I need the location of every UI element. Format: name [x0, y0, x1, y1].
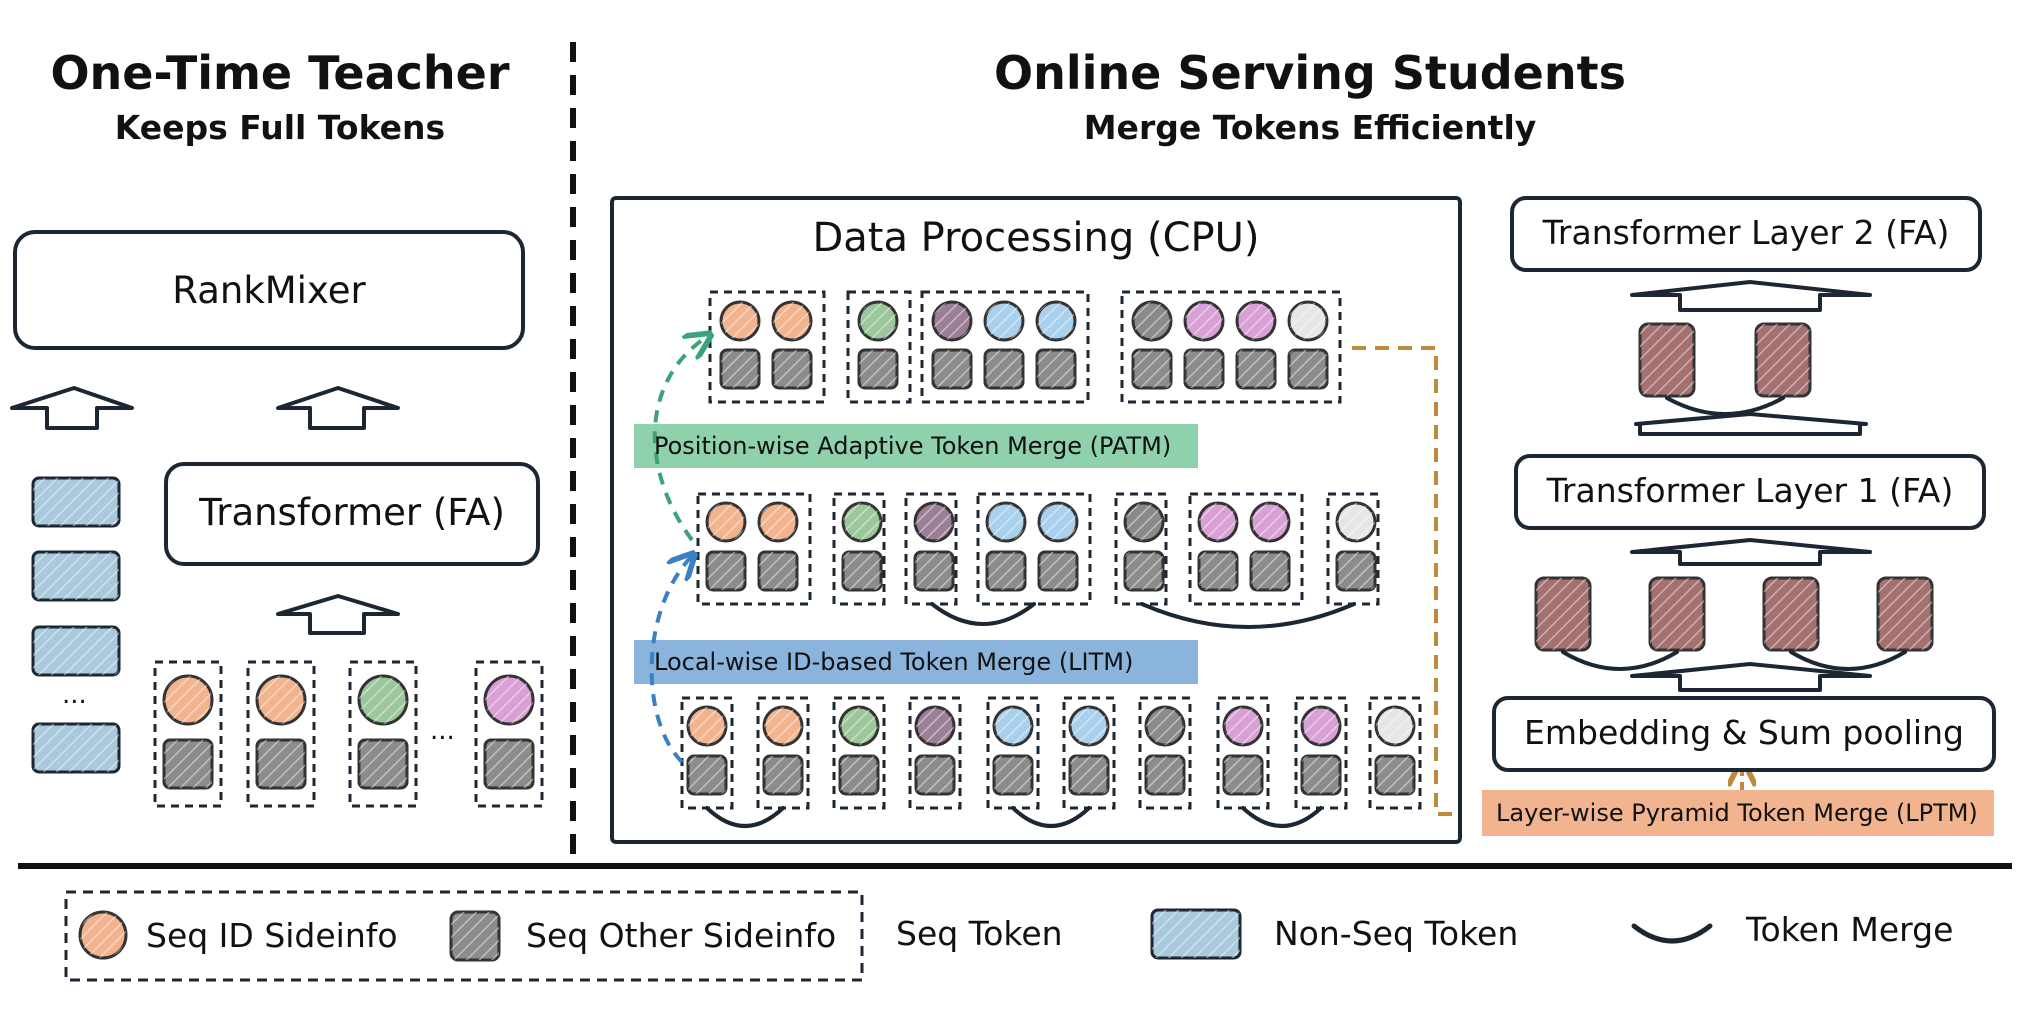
- rankmixer-label: RankMixer: [172, 269, 366, 312]
- embedding-sum-pooling-box: [1492, 696, 1996, 772]
- legend-seq-token-group: [64, 890, 864, 982]
- legend-token-merge: Token Merge: [1746, 910, 1954, 949]
- token-row-litm-merged: [696, 492, 1380, 629]
- seq-token-group: [1368, 696, 1422, 810]
- legend-seq-token: Seq Token: [896, 914, 1063, 953]
- seq-token-group: [832, 492, 886, 606]
- token-row-original: [680, 696, 1422, 828]
- token-merge-arc: [1241, 806, 1323, 828]
- transformer-layer-2-box: [1510, 196, 1982, 272]
- patm-label: Position-wise Adaptive Token Merge (PATM…: [654, 432, 1172, 460]
- seq-ellipsis: ...: [430, 716, 455, 746]
- teacher-seq-tokens: [153, 660, 544, 808]
- up-arrow-icon: [1630, 280, 1872, 312]
- seq-token-group: [1120, 290, 1342, 404]
- lptm-flow-arrow: [1352, 346, 1458, 816]
- transformer-layer-2-label: Transformer Layer 2 (FA): [1542, 213, 1950, 252]
- token-merge-icon: [1631, 923, 1713, 944]
- litm-band: [634, 640, 1198, 684]
- students-title: Online Serving Students: [994, 46, 1626, 100]
- seq-token-group: [696, 492, 812, 606]
- litm-flow-arrow: [649, 556, 692, 764]
- transformer-layer-1-label: Transformer Layer 1 (FA): [1546, 471, 1954, 510]
- up-arrow-icon: [276, 594, 400, 635]
- seq-token-group: [246, 660, 316, 808]
- patm-band: [634, 424, 1198, 468]
- token-merge-arc: [1140, 602, 1356, 629]
- token-merge-arc: [705, 806, 785, 828]
- up-arrow-icon: [1630, 538, 1872, 566]
- token-row-patm-merged: [708, 290, 1342, 404]
- litm-label: Local-wise ID-based Token Merge (LITM): [654, 648, 1134, 676]
- non-seq-token-column: [31, 476, 121, 774]
- embedding-sum-pooling-label: Embedding & Sum pooling: [1524, 713, 1964, 752]
- seq-token-group: [1188, 492, 1304, 606]
- legend-non-seq-token: Non-Seq Token: [1274, 914, 1519, 953]
- token-merge-arc: [1789, 650, 1907, 671]
- students-subtitle: Merge Tokens Efficiently: [1083, 108, 1537, 147]
- teacher-transformer-box: [164, 462, 540, 566]
- seq-token-group: [908, 696, 962, 810]
- data-processing-label: Data Processing (CPU): [812, 215, 1260, 261]
- lptm-band: [1482, 790, 1994, 836]
- up-arrow-icon: [276, 386, 400, 430]
- lptm-label: Layer-wise Pyramid Token Merge (LPTM): [1496, 799, 1978, 827]
- teacher-transformer-label: Transformer (FA): [199, 491, 505, 534]
- token-merge-arc: [1665, 396, 1785, 416]
- seq-token-group: [474, 660, 544, 808]
- rankmixer-box: [13, 230, 525, 350]
- merged-layer-tokens: [1534, 322, 1934, 671]
- seq-token-group: [1138, 696, 1192, 810]
- legend-seq-other-sideinfo: Seq Other Sideinfo: [526, 916, 837, 955]
- seq-token-group: [832, 696, 886, 810]
- up-arrow-icon: [10, 386, 134, 430]
- patm-flow-arrow: [652, 336, 708, 542]
- up-arrow-icon: [1634, 412, 1868, 436]
- up-arrow-icon: [1630, 662, 1872, 692]
- token-merge-arc: [930, 602, 1036, 626]
- seq-token-group: [153, 660, 223, 808]
- legend-seq-id-sideinfo: Seq ID Sideinfo: [146, 916, 398, 955]
- token-merge-arc: [1011, 806, 1091, 828]
- transformer-layer-1-box: [1514, 454, 1986, 530]
- token-merge-arc: [1561, 650, 1679, 671]
- teacher-subtitle: Keeps Full Tokens: [114, 108, 446, 147]
- seq-token-group: [920, 290, 1090, 404]
- seq-token-group: [348, 660, 418, 808]
- non-seq-ellipsis: ...: [62, 680, 87, 710]
- seq-token-group: [976, 492, 1092, 606]
- seq-token-group: [846, 290, 912, 404]
- teacher-title: One-Time Teacher: [50, 46, 510, 100]
